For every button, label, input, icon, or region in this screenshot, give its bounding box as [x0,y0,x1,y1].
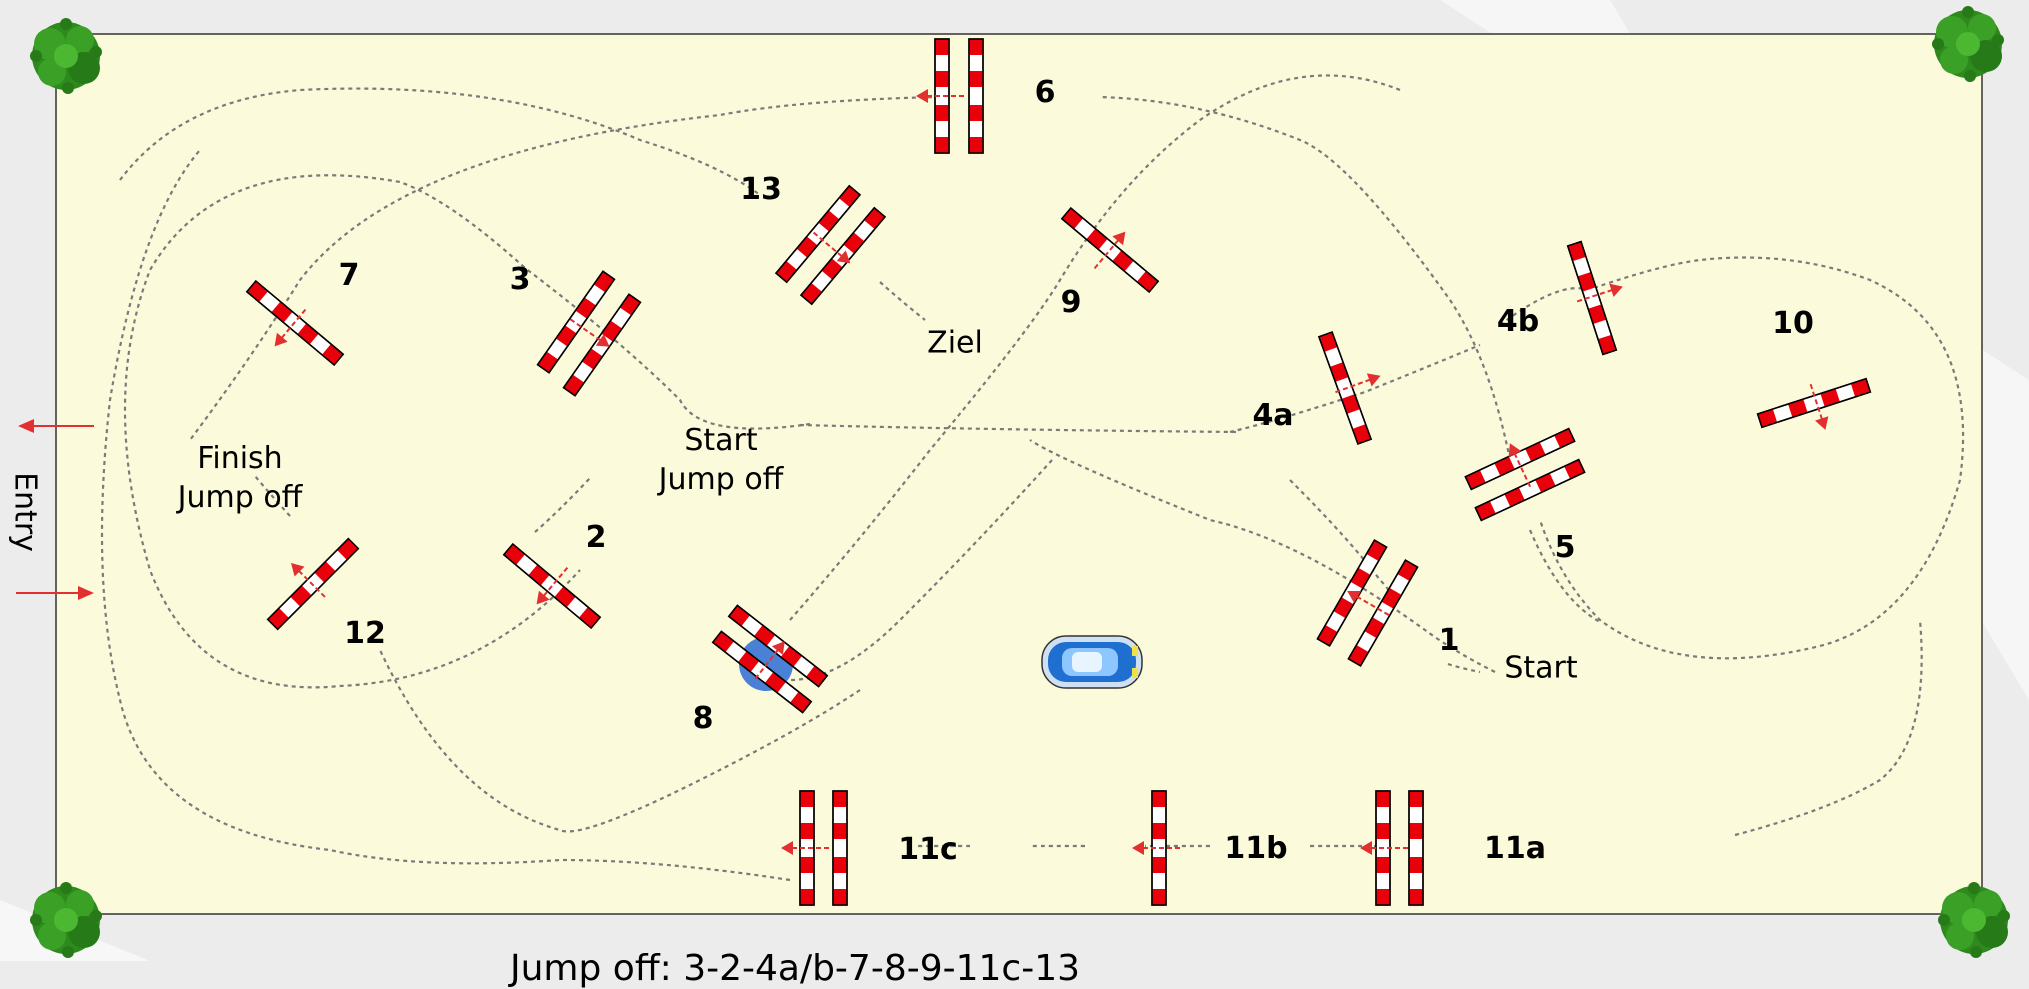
obstacle-4b-number: 4b [1496,304,1540,339]
start-jump-off-label: Start Jump off [659,421,784,499]
obstacle-10-number: 10 [1772,306,1814,341]
obstacle-1-number: 1 [1438,623,1460,658]
finish-jump-off-text: Finish Jump off [177,441,303,515]
obstacle-4a-number: 4a [1252,398,1294,433]
obstacle-7-number: 7 [338,258,360,293]
obstacle-6-number: 6 [1034,75,1056,110]
obstacle-11c-number: 11c [898,832,958,867]
jump-off-sequence: Jump off: 3-2-4a/b-7-8-9-11c-13 [510,948,1081,989]
obstacle-5-number: 5 [1554,530,1576,565]
obstacle-9-number: 9 [1060,285,1082,320]
entry-exit-arrow-icon [18,419,94,433]
course-path [100,74,1965,882]
entry-label: Entry [7,472,43,552]
obstacle-11b-number: 11b [1224,831,1288,866]
obstacle-11a-number: 11a [1484,831,1546,866]
car-icon [1041,635,1143,689]
course-map [16,6,2010,958]
start-jump-off-text: Start Jump off [658,423,784,497]
start-label: Start [1504,650,1578,686]
obstacle-8-number: 8 [692,701,714,736]
obstacle-2-number: 2 [585,520,607,555]
ziel-label: Ziel [927,325,983,361]
obstacle-8-fence [712,604,828,714]
finish-jump-off-label: Finish Jump off [178,439,303,517]
entry-in-arrow-icon [16,586,94,600]
arena [55,33,1983,915]
obstacle-3-number: 3 [509,262,531,297]
obstacle-12-number: 12 [344,616,386,651]
obstacle-13-number: 13 [740,172,782,207]
